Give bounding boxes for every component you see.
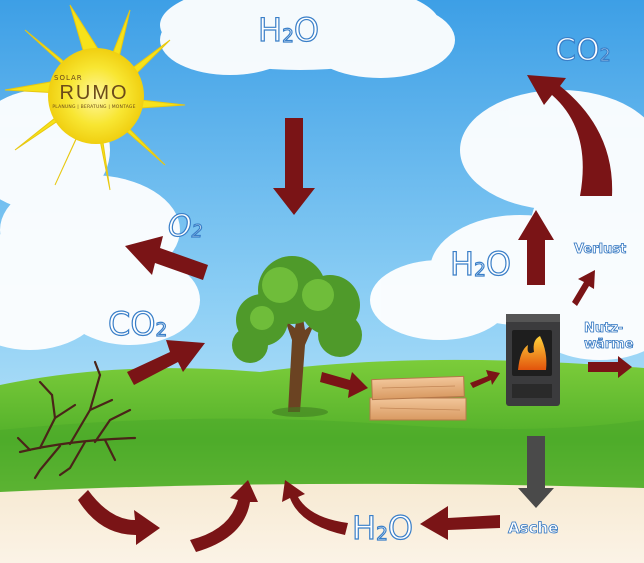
sun-icon [4,4,186,191]
logo-line3: PLANUNG | BERATUNG | MONTAGE [52,105,136,110]
label-h2o-top: H2O [257,11,320,49]
label-co2-left: CO2 [107,305,168,343]
asche-arrow [518,436,554,508]
stove-icon [506,314,560,406]
logo-line1: SOLAR [54,74,83,82]
label-co2-top: CO2 [554,33,611,68]
logo-line2: RUMO [59,82,129,104]
tree-icon [232,256,362,417]
solar-rumo-logo: SOLAR RUMO PLANUNG | BERATUNG | MONTAGE [48,74,140,110]
label-o2: O2 [167,209,203,244]
dead-branch-icon [16,360,137,480]
label-nutzwaerme-2: wärme [584,337,634,352]
label-h2o-right: H2O [449,245,512,283]
wood-planks-icon [369,375,467,421]
label-nutzwaerme-1: Nutz- [584,321,624,336]
clouds [0,0,644,360]
label-h2o-bottom: H2O [351,509,414,547]
label-verlust: Verlust [574,242,627,257]
label-asche: Asche [508,519,559,537]
flow-arrows [78,75,632,552]
